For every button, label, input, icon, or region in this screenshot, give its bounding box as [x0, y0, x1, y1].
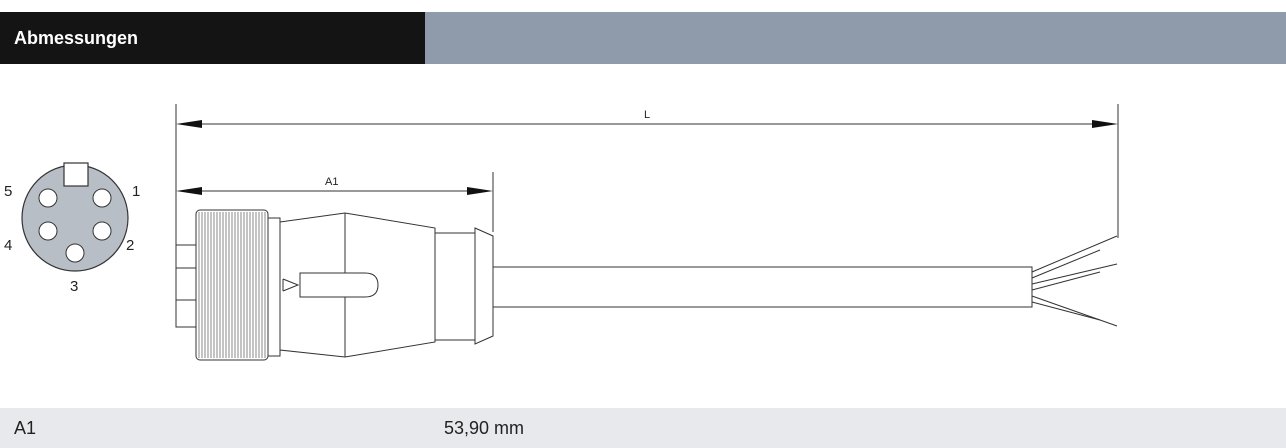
pin-4	[38, 221, 58, 241]
dimension-line-a1: A1	[176, 176, 493, 195]
dimension-line-l: L	[176, 109, 1118, 128]
extension-lines	[175, 104, 1119, 250]
spec-value: 53,90 mm	[444, 417, 525, 438]
connector-drawing	[175, 209, 1118, 361]
section-header-dark: Abmessungen	[0, 12, 425, 64]
section-title: Abmessungen	[14, 27, 139, 48]
pin-3	[65, 243, 85, 263]
pin-layout-face: 1 2 3 4 5	[4, 162, 140, 295]
spec-label: A1	[14, 417, 37, 438]
section-header: Abmessungen	[0, 12, 1286, 64]
pin-label-4: 4	[4, 237, 12, 254]
pin-label-5: 5	[4, 183, 12, 200]
pin-2	[92, 221, 112, 241]
dimension-label-a1: A1	[325, 176, 338, 188]
dimension-drawing: 1 2 3 4 5 L A1	[0, 64, 1286, 404]
pin-label-1: 1	[132, 183, 140, 200]
pin-1	[92, 188, 112, 208]
pin-5	[38, 188, 58, 208]
section-header-light	[425, 12, 1286, 64]
dimension-label-l: L	[644, 109, 650, 121]
pin-label-2: 2	[126, 237, 134, 254]
spec-row-a1: A1 53,90 mm	[0, 408, 1286, 448]
pin-label-3: 3	[70, 278, 78, 295]
